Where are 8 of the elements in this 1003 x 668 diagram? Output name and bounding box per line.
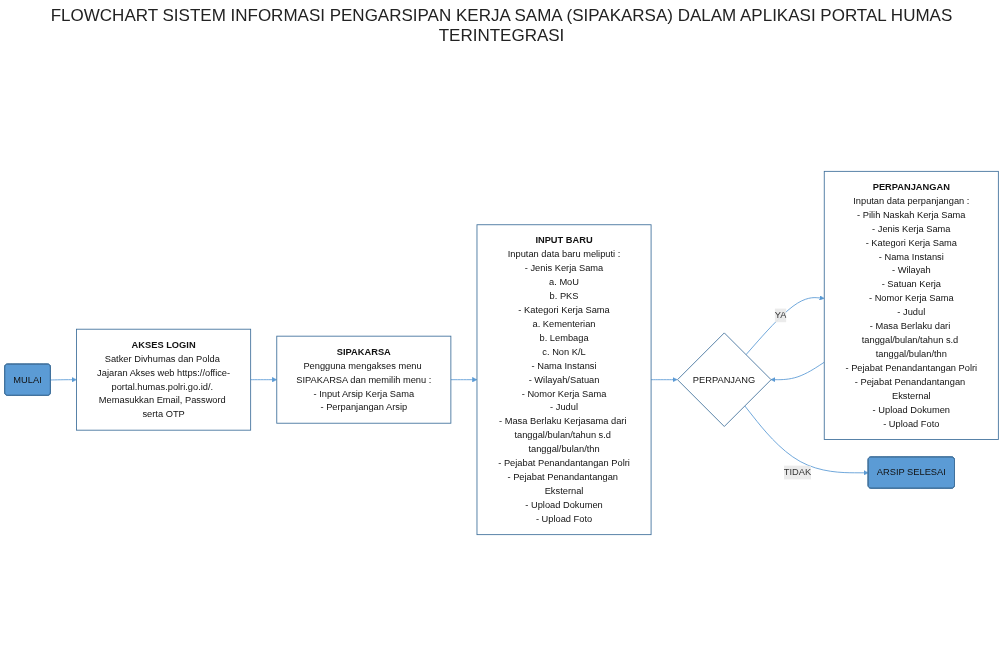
node-box: SIPAKARSA Pengguna mengakses menu SIPAKARSA dan memilih menu : - Input Arsip Kerja Sama - Perpanjangan Arsip xyxy=(276,335,452,424)
node-diamond: PERPANJANG xyxy=(677,332,772,427)
node-box: AKSES LOGIN Satker Divhumas dan Polda Jajaran Akses web https://office-portal.humas.polri.go.id/. Memasukkan Email, Password serta OTP xyxy=(76,328,252,431)
diagram-title: FLOWCHART SISTEM INFORMASI PENGARSIPAN KERJA SAMA (SIPAKARSA) DALAM APLIKASI PORTAL HUMAS TERINTEGRASI xyxy=(49,5,954,47)
edge-label: TIDAK xyxy=(783,467,812,478)
node-box: INPUT BARU Inputan data baru meliputi : - Jenis Kerja Sama a. MoU b. PKS - Kategori Kerja Sama a. Kementerian b. Lembaga c. Non K/L - Nama Instansi - Wilayah/Satuan - Nomor Kerja Sama - Judul - Masa Berlaku Kerjasama dari tanggal/bulan/tahun s.d tanggal/bulan/thn - Pejabat Penandantangan Polri - Pejabat Penandantangan Eksternal - Upload Dokumen - Upload Foto xyxy=(476,224,652,536)
edge-label: YA xyxy=(774,310,787,321)
node-box: PERPANJANGAN Inputan data perpanjangan : - Pilih Naskah Kerja Sama - Jenis Kerja Sama - Kategori Kerja Sama - Nama Instansi - Wilayah - Satuan Kerja - Nomor Kerja Sama - Judul - Masa Berlaku dari tanggal/bulan/tahun s.d tanggal/bulan/thn - Pejabat Penandantangan Polri - Pejabat Penandantangan Eksternal - Upload Dokumen - Upload Foto xyxy=(823,170,999,440)
